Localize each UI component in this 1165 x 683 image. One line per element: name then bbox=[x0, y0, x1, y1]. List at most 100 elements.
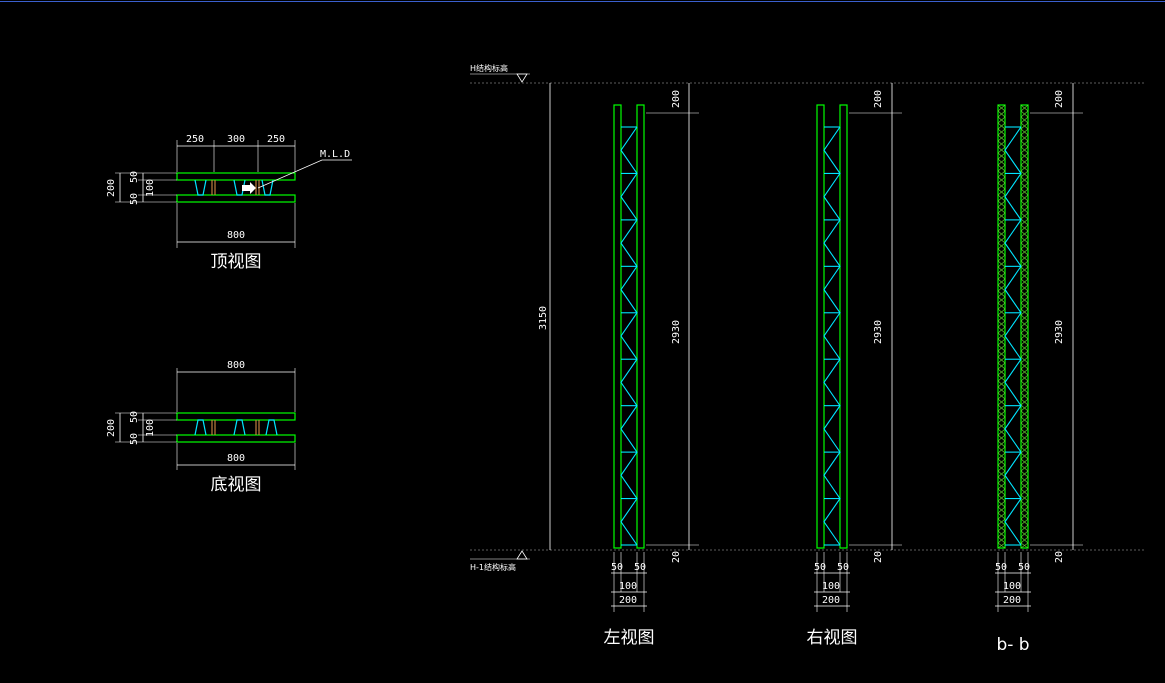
elevation-hatch-line bbox=[997, 434, 1006, 442]
elevation-hatch-line bbox=[997, 440, 1006, 448]
elevation-hatch-line bbox=[1020, 536, 1029, 544]
elevation-hatch-line bbox=[1020, 392, 1029, 400]
elevation-hatch-line bbox=[997, 428, 1006, 436]
elevation-hatch-line bbox=[997, 128, 1006, 136]
elevation-hatch-line bbox=[1020, 428, 1029, 436]
right-elevation-title: 右视图 bbox=[807, 628, 858, 648]
elevation-hatch-line bbox=[997, 332, 1006, 340]
elevation-hatch-line bbox=[997, 326, 1006, 334]
elevation-stud-right bbox=[1020, 104, 1029, 549]
elevation-hatch-line bbox=[997, 518, 1006, 526]
elevation-hatch-line bbox=[1020, 170, 1029, 178]
section-b-b: 200 2930 20 50 50 100 200 b- b bbox=[995, 83, 1083, 655]
elevation-hatch-line bbox=[997, 392, 1006, 400]
top-view-dim-100: 100 bbox=[145, 179, 156, 197]
elevation-hatch-line bbox=[1020, 320, 1029, 328]
bottom-view-dim-200: 200 bbox=[106, 419, 117, 437]
elevation-hatch-line bbox=[1020, 242, 1029, 250]
elevation-hatch-line bbox=[1020, 194, 1029, 202]
elevation-hatch-line bbox=[997, 140, 1006, 148]
elevation-hatch-line bbox=[997, 236, 1006, 244]
bottom-view-truss-group bbox=[194, 419, 278, 436]
section-b-b-dim-50-left: 50 bbox=[995, 562, 1007, 573]
elevation-stud-left bbox=[816, 104, 825, 549]
elevation-hatch-line bbox=[1020, 434, 1029, 442]
elevation-hatch-line bbox=[1020, 482, 1029, 490]
right-elevation-dim-20: 20 bbox=[873, 551, 884, 563]
right-elevation-dim-50-left: 50 bbox=[814, 562, 826, 573]
bottom-view-title: 底视图 bbox=[211, 475, 262, 495]
top-view: 250 300 250 M.L.D 200 50 100 50 bbox=[106, 134, 352, 272]
right-elevation: 200 2930 20 50 50 100 200 右视图 bbox=[807, 83, 902, 648]
elevation-hatch-line bbox=[997, 524, 1006, 532]
elevation-hatch-line bbox=[1020, 326, 1029, 334]
elevation-hatch-line bbox=[1020, 122, 1029, 130]
elevation-truss-web bbox=[823, 126, 841, 546]
elevation-hatch-line bbox=[997, 158, 1006, 166]
elevation-hatch-line bbox=[1020, 134, 1029, 142]
elevation-hatch-line bbox=[1020, 140, 1029, 148]
bottom-level-label: H-1结构标高 bbox=[470, 562, 516, 572]
left-elevation-dim-200-total: 200 bbox=[619, 595, 637, 606]
elevation-hatch-line bbox=[1020, 380, 1029, 388]
elevation-hatch-line bbox=[1020, 470, 1029, 478]
elevation-hatch-line bbox=[997, 152, 1006, 160]
elevation-hatch-line bbox=[997, 506, 1006, 514]
elevation-hatch-line bbox=[997, 212, 1006, 220]
left-elevation-dim-100: 100 bbox=[619, 581, 637, 592]
elevation-hatch-line bbox=[997, 230, 1006, 238]
elevation-hatch-line bbox=[1020, 344, 1029, 352]
elevation-stud-left bbox=[997, 104, 1006, 549]
section-b-b-dim-50-right: 50 bbox=[1018, 562, 1030, 573]
elevation-hatch-line bbox=[1020, 512, 1029, 520]
elevation-hatch-line bbox=[1020, 272, 1029, 280]
elevation-hatch-line bbox=[997, 164, 1006, 172]
elevation-hatch-line bbox=[997, 170, 1006, 178]
elevation-hatch-line bbox=[997, 404, 1006, 412]
section-b-b-title: b- b bbox=[996, 635, 1029, 655]
elevation-hatch-line bbox=[997, 500, 1006, 508]
bottom-view: 800 200 50 100 50 800 底视图 bbox=[106, 360, 296, 495]
top-view-dim-250-right: 250 bbox=[267, 134, 285, 145]
elevation-hatch-line bbox=[1020, 332, 1029, 340]
left-elevation-dim-20: 20 bbox=[671, 551, 682, 563]
elevation-truss-web bbox=[620, 126, 638, 546]
elevation-hatch-line bbox=[1020, 200, 1029, 208]
elevation-hatch-line bbox=[997, 530, 1006, 538]
bottom-view-dim-800-bottom: 800 bbox=[227, 453, 245, 464]
elevation-hatch-line bbox=[997, 446, 1006, 454]
elevation-hatch-line bbox=[997, 452, 1006, 460]
elevation-hatch-line bbox=[1020, 296, 1029, 304]
top-view-lower-panel bbox=[176, 194, 296, 203]
elevation-hatch-line bbox=[1020, 356, 1029, 364]
left-elevation-geometry bbox=[611, 83, 699, 612]
level-triangle-icon bbox=[516, 73, 528, 83]
elevation-hatch-line bbox=[997, 116, 1006, 124]
top-view-dim-250-left: 250 bbox=[186, 134, 204, 145]
elevation-hatch-line bbox=[997, 278, 1006, 286]
section-b-b-dim-20: 20 bbox=[1054, 551, 1065, 563]
elevation-hatch-line bbox=[1020, 302, 1029, 310]
elevation-hatch-line bbox=[997, 122, 1006, 130]
elevation-hatch-line bbox=[997, 374, 1006, 382]
elevation-hatch-line bbox=[1020, 440, 1029, 448]
elevation-hatch-line bbox=[1020, 458, 1029, 466]
top-view-dim-200: 200 bbox=[106, 179, 117, 197]
elevation-hatch-line bbox=[997, 200, 1006, 208]
top-view-dim-50-bottom: 50 bbox=[129, 193, 140, 205]
right-elevation-geometry bbox=[814, 83, 902, 612]
elevation-hatch-line bbox=[997, 542, 1006, 549]
elevation-hatch-line bbox=[997, 296, 1006, 304]
elevation-hatch-line bbox=[997, 218, 1006, 226]
elevation-hatch-line bbox=[1020, 116, 1029, 124]
elevation-truss-web bbox=[1004, 126, 1022, 546]
elevation-hatch-line bbox=[1020, 230, 1029, 238]
section-b-b-dim-100: 100 bbox=[1003, 581, 1021, 592]
right-elevation-dim-100: 100 bbox=[822, 581, 840, 592]
elevation-hatch-line bbox=[1020, 488, 1029, 496]
elevation-hatch-line bbox=[997, 206, 1006, 214]
elevation-hatch-line bbox=[997, 272, 1006, 280]
bottom-view-connectors bbox=[211, 420, 260, 435]
bottom-view-lower-panel bbox=[176, 434, 296, 443]
